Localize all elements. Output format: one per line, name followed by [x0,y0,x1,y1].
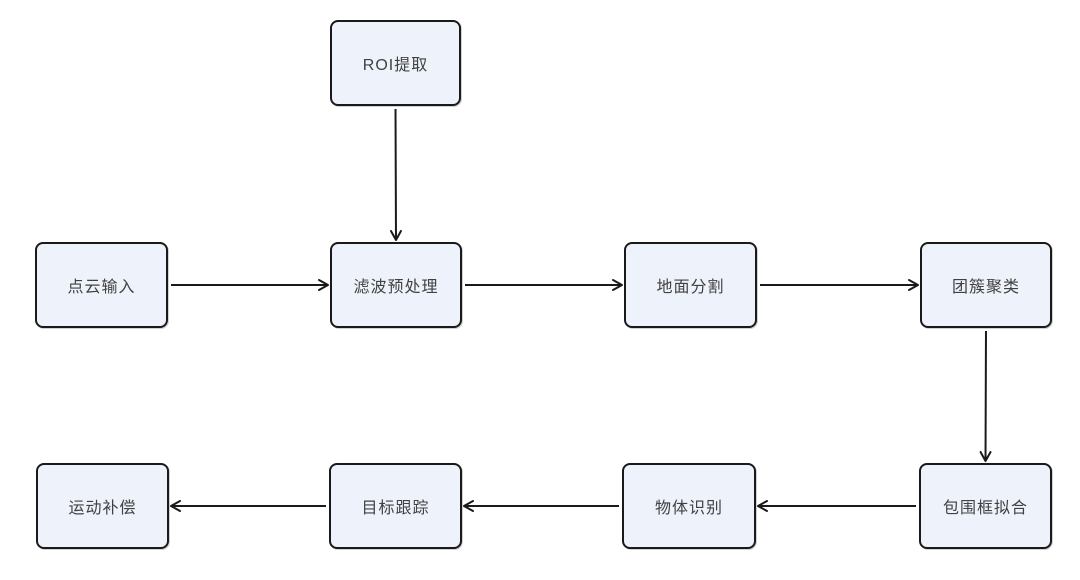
flow-node-motion-compensation: 运动补偿 [36,463,169,549]
flow-node-filter-preprocessing: 滤波预处理 [330,242,462,328]
flow-node-object-recognition: 物体识别 [622,463,756,549]
flow-node-label: 地面分割 [656,279,725,296]
flow-node-label: 物体识别 [654,500,723,517]
flow-node-label: 包围框拟合 [942,500,1028,517]
flow-node-label: 运动补偿 [68,500,137,517]
flow-node-cluster-clustering: 团簇聚类 [920,242,1052,328]
flow-node-bounding-box-fitting: 包围框拟合 [919,463,1052,549]
flow-node-label: 团簇聚类 [951,279,1020,296]
flow-node-label: 滤波预处理 [353,279,439,296]
flow-node-label: ROI提取 [362,57,429,74]
flow-node-point-cloud-input: 点云输入 [35,242,168,328]
flow-node-label: 点云输入 [67,279,136,296]
flow-node-label: 目标跟踪 [361,500,430,517]
flow-node-ground-segmentation: 地面分割 [624,242,757,328]
flow-node-target-tracking: 目标跟踪 [329,463,462,549]
flow-node-roi-extraction: ROI提取 [330,20,461,106]
